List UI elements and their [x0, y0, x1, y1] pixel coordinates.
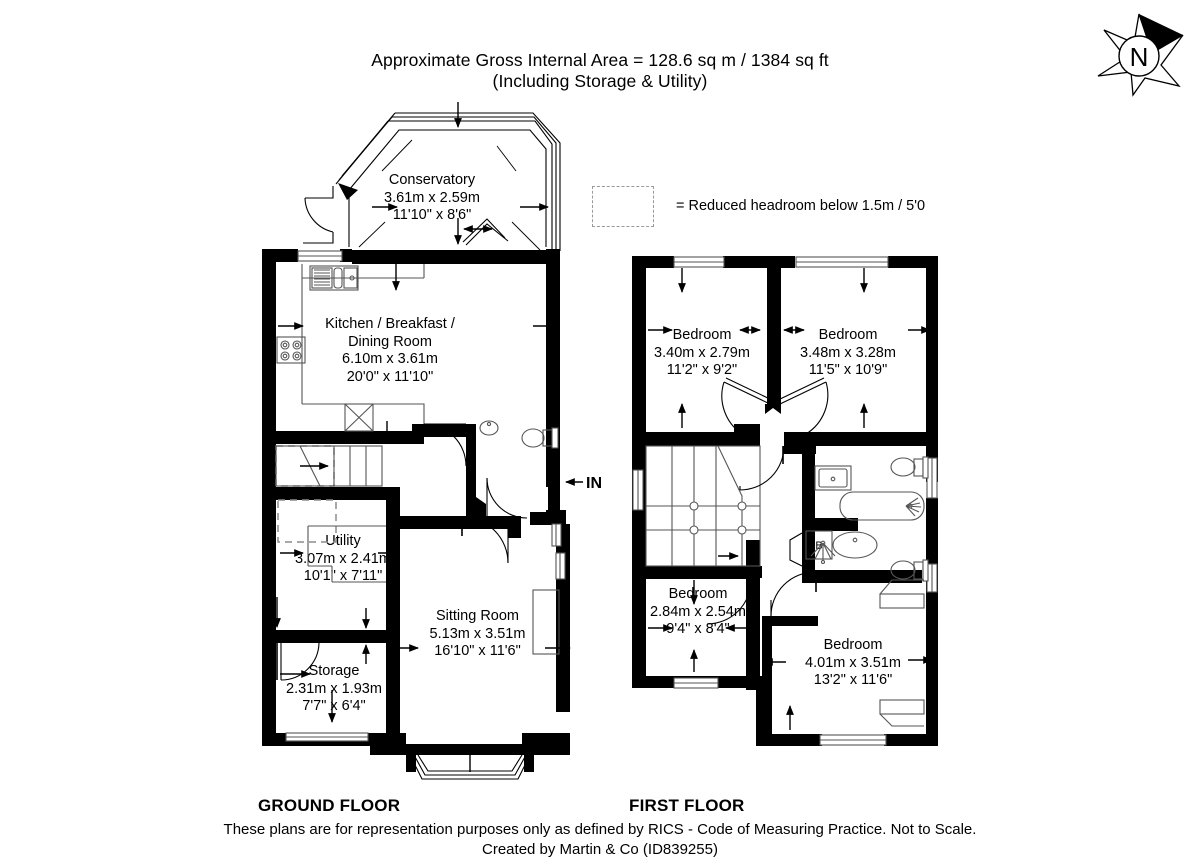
room-imperial: 10'1" x 7'11" [303, 568, 383, 584]
room-label-sitting-room: Sitting Room 5.13m x 3.51m 16'10" x 11'6… [400, 608, 555, 661]
kitchen-fixtures [276, 250, 560, 467]
room-imperial: 9'4" x 8'4" [666, 621, 730, 637]
ground-floor-plan [262, 102, 571, 780]
footer-disclaimer: These plans are for representation purpo… [223, 821, 977, 838]
room-name-2: Dining Room [348, 333, 432, 350]
reduced-headroom-legend-label: = Reduced headroom below 1.5m / 5'0 [676, 198, 926, 214]
gross-area-line: Approximate Gross Internal Area = 128.6 … [371, 50, 829, 70]
footer-credit: Created by Martin & Co (ID839255) [482, 841, 718, 858]
room-name: Kitchen / Breakfast / [325, 316, 455, 332]
first-floor-dimension-arrows [648, 268, 933, 730]
ensuite-fixtures [770, 531, 929, 617]
room-imperial: 20'0" x 11'10" [346, 368, 434, 385]
room-metric: 4.01m x 3.51m [805, 654, 901, 671]
first-floor-windows [632, 256, 938, 746]
footer: These plans are for representation purpo… [0, 820, 1200, 860]
conservatory-structure [303, 102, 561, 251]
room-name: Storage [308, 663, 360, 679]
sitting-room [400, 498, 571, 772]
storage-room [276, 642, 369, 742]
room-imperial: 13'2" x 11'6" [813, 672, 893, 688]
page-title: Approximate Gross Internal Area = 128.6 … [0, 50, 1200, 92]
ground-floor-walls [262, 249, 570, 780]
bedroom-4-wardrobes [762, 579, 925, 734]
room-metric: 3.48m x 3.28m [800, 344, 896, 361]
ground-wc [466, 420, 559, 520]
room-label-bedroom-1: Bedroom 3.40m x 2.79m 11'2" x 9'2" [632, 327, 772, 380]
room-name: Bedroom [823, 637, 883, 653]
room-label-bedroom-2: Bedroom 3.48m x 3.28m 11'5" x 10'9" [778, 327, 918, 380]
room-metric: 2.84m x 2.54m [650, 603, 746, 620]
boiler-label: B [815, 540, 822, 552]
room-label-bedroom-3: Bedroom 2.84m x 2.54m 9'4" x 8'4" [633, 586, 763, 639]
room-imperial: 11'10" x 8'6" [392, 207, 472, 223]
reduced-headroom-swatch [592, 186, 654, 227]
room-label-utility: Utility 3.07m x 2.41m 10'1" x 7'11" [273, 533, 413, 586]
room-label-bedroom-4: Bedroom 4.01m x 3.51m 13'2" x 11'6" [783, 637, 923, 690]
room-imperial: 7'7" x 6'4" [302, 698, 366, 714]
landing-bedroom-doors [721, 377, 829, 435]
utility-room [273, 499, 399, 628]
ground-stairs [275, 445, 383, 487]
room-metric: 3.40m x 2.79m [654, 344, 750, 361]
gross-area-subline: (Including Storage & Utility) [492, 71, 708, 91]
room-label-kitchen: Kitchen / Breakfast / Dining Room 6.10m … [295, 316, 485, 386]
bathroom-fixtures: B [739, 445, 929, 567]
room-imperial: 16'10" x 11'6" [434, 643, 521, 659]
room-name: Bedroom [668, 586, 728, 602]
room-imperial: 11'5" x 10'9" [808, 362, 888, 378]
room-name: Conservatory [388, 172, 476, 188]
room-name: Bedroom [818, 327, 878, 343]
room-name: Sitting Room [435, 608, 519, 624]
first-floor-plan: B [632, 256, 938, 746]
room-metric: 2.31m x 1.93m [286, 680, 382, 697]
room-imperial: 11'2" x 9'2" [666, 362, 738, 378]
room-metric: 3.07m x 2.41m [295, 550, 391, 567]
compass-rose: N [1097, 13, 1184, 97]
room-name: Bedroom [672, 327, 732, 343]
room-metric: 3.61m x 2.59m [384, 189, 480, 206]
room-metric: 6.10m x 3.61m [342, 351, 438, 367]
bedroom-3-door [706, 579, 753, 625]
room-label-conservatory: Conservatory 3.61m x 2.59m 11'10" x 8'6" [337, 172, 527, 225]
room-label-storage: Storage 2.31m x 1.93m 7'7" x 6'4" [264, 663, 404, 716]
floor-title-ground: GROUND FLOOR [258, 796, 401, 815]
room-metric: 5.13m x 3.51m [429, 625, 526, 642]
entrance-label: IN [586, 475, 602, 492]
first-floor-stairs [645, 445, 761, 567]
compass-north-letter: N [1130, 42, 1149, 72]
floor-title-first: FIRST FLOOR [629, 796, 745, 815]
room-name: Utility [325, 533, 361, 549]
